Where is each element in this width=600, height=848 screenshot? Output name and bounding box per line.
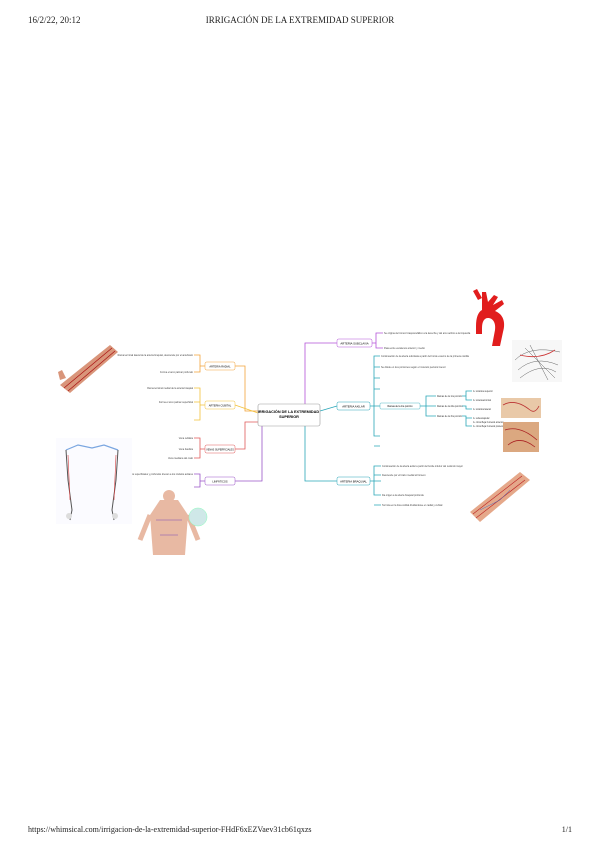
- braquial-note-1: Continuación de la arteria axilar a part…: [382, 465, 463, 468]
- page-number: 1/1: [561, 825, 572, 834]
- central-node[interactable]: IRRIGACIÓN DE LA EXTREMIDAD SUPERIOR: [257, 403, 321, 427]
- rama-subescapular: A. subescapular: [473, 417, 490, 420]
- superficiales-note-1: Vena cefálica: [179, 437, 194, 440]
- rama-toracoacromial: A. toracoacromial: [473, 399, 491, 402]
- axilar-rama-label-3: Ramas de la 3ra porción: [437, 415, 463, 418]
- rama-circunfleja-anterior: A. circunfleja humeral anterior: [473, 421, 504, 424]
- rama-toracica-lateral: A. torácica lateral: [473, 408, 491, 411]
- forearm-left-illustration: [58, 345, 118, 393]
- superficiales-note-3: Vena mediana del codo: [168, 457, 194, 460]
- print-date: 16/2/22, 20:12: [28, 15, 81, 25]
- print-url: https://whimsical.com/irrigacion-de-la-e…: [28, 825, 312, 834]
- connector-braquial: [304, 424, 337, 482]
- node-radial[interactable]: ARTERIA RADIAL: [204, 361, 236, 371]
- torso-lymphatics-illustration: [137, 490, 208, 555]
- connector-axilar-porciones: [420, 395, 436, 417]
- axilar-note-1: Continuación de la arteria subclavia a p…: [381, 355, 470, 358]
- node-axilar[interactable]: ARTERIA AXILAR: [336, 401, 371, 411]
- axilar-porcion-1[interactable]: Ramas de la 1ra porción: [379, 402, 421, 410]
- axilar-porcion-label: Ramas de la 1ra porción: [387, 405, 413, 408]
- braquial-note-2: Desciende por el brazo medial al húmero: [382, 474, 426, 477]
- axilar-rama-label-1: Ramas de la 1ra porción: [437, 395, 463, 398]
- forearm-right-illustration: [470, 472, 530, 522]
- node-braquial[interactable]: ARTERIA BRAQUIAL: [336, 476, 371, 486]
- node-axilar-label: ARTERIA AXILAR: [342, 405, 365, 409]
- node-linfaticos-label: LINFÁTICOS: [212, 480, 228, 484]
- radial-note-1: Rama terminal lateral de la arteria braq…: [118, 354, 194, 357]
- shoulder-dissection-illustration: [501, 398, 541, 452]
- cubital-note-1: Rama terminal medial de la arteria braqu…: [147, 387, 193, 390]
- connector-linfaticos: [235, 424, 263, 482]
- connector-subclavia: [304, 342, 337, 411]
- connector-radial: [235, 365, 258, 412]
- subclavia-note-2: Pasa entre escalenos anterior y medio: [384, 347, 425, 350]
- node-superficiales[interactable]: VENAS SUPERFICIALES: [204, 444, 236, 454]
- superficiales-note-2: Vena basílica: [179, 448, 194, 451]
- node-cubital[interactable]: ARTERIA CUBITAL: [204, 400, 236, 410]
- axilar-rama-label-2: Ramas de la 2da porción: [437, 405, 463, 408]
- connector-axilar-ramas: [462, 390, 472, 427]
- central-node-label: IRRIGACIÓN DE LA EXTREMIDAD SUPERIOR: [258, 409, 320, 419]
- aortic-arch-illustration: [473, 289, 505, 346]
- node-subclavia-label: ARTERIA SUBCLAVIA: [340, 342, 368, 346]
- node-radial-label: ARTERIA RADIAL: [209, 365, 231, 369]
- braquial-note-4: Termina en la fosa cubital dividiéndose …: [382, 504, 443, 507]
- connector-axilar: [319, 405, 338, 412]
- node-superficiales-label: VENAS SUPERFICIALES: [206, 449, 234, 452]
- axilar-note-2: Se divide en tres porciones según el mús…: [381, 366, 446, 369]
- cubital-note-2: Forma el arco palmar superficial: [159, 401, 194, 404]
- connector-axilar-notes: [370, 355, 380, 447]
- connector-radial-notes: [194, 354, 205, 373]
- rama-toracica-superior: A. torácica superior: [473, 390, 493, 393]
- connector-linfaticos-notes: [194, 473, 205, 488]
- connector-subclavia-notes: [372, 332, 383, 349]
- radial-note-2: Forma el arco palmar profundo: [160, 371, 193, 374]
- node-braquial-label: ARTERIA BRAQUIAL: [340, 480, 367, 484]
- linfaticos-note-1: Vasos linfáticos superficiales y profund…: [118, 473, 194, 476]
- connector-superficiales: [235, 421, 258, 450]
- node-linfaticos[interactable]: LINFÁTICOS: [204, 476, 236, 486]
- rama-circunfleja-posterior: A. circunfleja humeral posterior: [473, 425, 505, 428]
- connector-braquial-notes: [370, 465, 381, 506]
- subclavia-note-1: Se origina del tronco braquiocefálico a …: [384, 332, 471, 335]
- node-subclavia[interactable]: ARTERIA SUBCLAVIA: [336, 338, 373, 348]
- skeletal-arm-illustration: [56, 438, 132, 524]
- connector-cubital-notes: [194, 387, 205, 421]
- print-title: IRRIGACIÓN DE LA EXTREMIDAD SUPERIOR: [205, 15, 395, 25]
- node-cubital-label: ARTERIA CUBITAL: [209, 404, 232, 408]
- connector-cubital: [234, 404, 259, 414]
- braquial-note-3: Da origen a la arteria braquial profunda: [382, 494, 424, 497]
- connector-superficiales-notes: [194, 437, 205, 459]
- axilla-sketch-illustration: [512, 340, 562, 382]
